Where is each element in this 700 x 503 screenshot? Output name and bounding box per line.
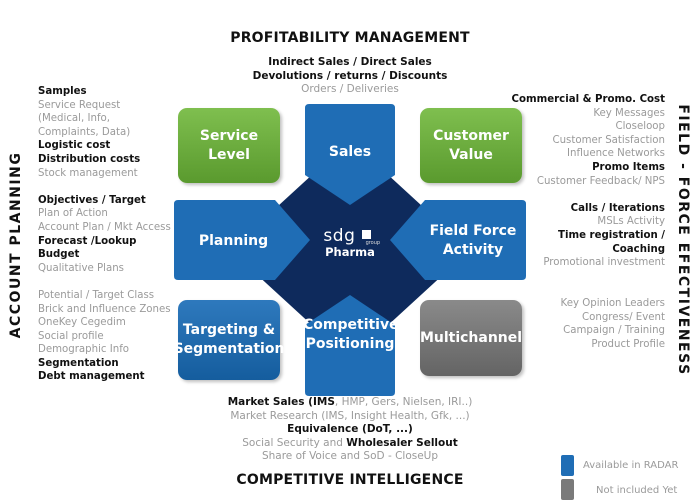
left-text-line: Budget bbox=[38, 249, 80, 261]
top-text-line: Orders / Deliveries bbox=[301, 83, 399, 96]
bottom-text-segment: Share of Voice and SoD - CloseUp bbox=[261, 450, 439, 463]
customer-value-label: Customer Value bbox=[433, 127, 509, 163]
bottom-text-line: Market Sales (IMS, HMP, Gers, Nielsen, I… bbox=[180, 396, 520, 410]
right-text-line: Key Opinion Leaders bbox=[560, 297, 665, 309]
left-heading: ACCOUNT PLANNING bbox=[8, 151, 24, 339]
sales-arrow-shape bbox=[305, 104, 395, 205]
legend-notincluded-swatch bbox=[561, 479, 574, 500]
right-text-line: Promotional investment bbox=[543, 257, 665, 269]
bottom-text-segment: Market Sales ( bbox=[227, 396, 313, 408]
right-text-line: Congress/ Event bbox=[582, 311, 665, 323]
bottom-text-block: Market Sales (IMS, HMP, Gers, Nielsen, I… bbox=[180, 396, 520, 464]
bottom-text-segment: Equivalence (DoT, ...) bbox=[287, 423, 413, 436]
planning-label: Planning bbox=[198, 233, 269, 249]
right-text-line: MSLs Activity bbox=[597, 216, 665, 228]
left-text-line: Potential / Target Class bbox=[38, 289, 155, 301]
targeting-label: Targeting & Segmentation bbox=[173, 322, 285, 357]
right-text-line: Coaching bbox=[612, 243, 665, 255]
center-logo: sdg group Pharma bbox=[310, 226, 390, 259]
top-text-line: Indirect Sales / Direct Sales bbox=[268, 56, 432, 68]
fieldforce-arrow-shape bbox=[390, 200, 526, 280]
logo-mark-icon bbox=[362, 230, 372, 239]
legend-notincluded-label: Not included Yet bbox=[596, 485, 678, 496]
targeting-box: Targeting & Segmentation bbox=[174, 300, 284, 380]
bottom-text-segment: Social Security and bbox=[242, 436, 347, 449]
right-text-line bbox=[512, 270, 665, 284]
right-text-line: Customer Feedback/ NPS bbox=[536, 175, 665, 187]
competitive-arrow-shape bbox=[305, 295, 395, 396]
left-text-line: Stock management bbox=[38, 167, 138, 179]
center-diamond bbox=[230, 140, 470, 360]
right-text-line: Time registration / bbox=[558, 229, 665, 241]
right-text-line: Campaign / Training bbox=[563, 325, 665, 337]
left-text-line: Segmentation bbox=[38, 357, 119, 369]
bottom-text-segment: IMS bbox=[313, 396, 335, 408]
left-text-line: Social profile bbox=[38, 330, 104, 342]
multichannel-box: Multichannel bbox=[420, 300, 522, 376]
left-text-line: Complaints, Data) bbox=[38, 126, 131, 138]
bottom-text-segment: Wholesaler Sellout bbox=[346, 436, 458, 449]
center-title: Pharma bbox=[325, 245, 375, 259]
right-text-line: Commercial & Promo. Cost bbox=[511, 94, 665, 105]
left-text-line: OneKey Cegedim bbox=[38, 317, 126, 329]
right-text-line bbox=[512, 283, 665, 297]
right-text-line: Closeloop bbox=[615, 121, 665, 133]
top-text-line: Devolutions / returns / Discounts bbox=[252, 69, 448, 82]
left-text-line: Debt management bbox=[38, 371, 145, 383]
bottom-text-line: Market Research (IMS, Insight Health, Gf… bbox=[180, 410, 520, 424]
left-text-line: Logistic cost bbox=[38, 140, 111, 152]
left-text-line: Samples bbox=[38, 86, 87, 97]
left-text-line: Plan of Action bbox=[38, 208, 108, 220]
customer-value-box: Customer Value bbox=[420, 108, 522, 183]
competitive-label: Competitive Positioning bbox=[303, 317, 399, 352]
center-diagram bbox=[174, 104, 526, 396]
left-text-line: Objectives / Target bbox=[38, 194, 146, 206]
service-level-label: Service Level bbox=[199, 127, 259, 163]
left-text-line: Service Request bbox=[38, 99, 121, 111]
right-text-line: Promo Items bbox=[592, 161, 665, 173]
field-force-label: Field Force Activity bbox=[429, 223, 517, 258]
right-heading: FIELD - FORCE EFECTIVENESS bbox=[675, 104, 691, 376]
logo-sub: group bbox=[365, 240, 381, 246]
left-text-line: (Medical, Info, bbox=[38, 113, 110, 125]
right-text-line: Product Profile bbox=[591, 338, 665, 350]
legend-available-swatch bbox=[561, 455, 574, 476]
left-text-line: Brick and Influence Zones bbox=[38, 303, 171, 315]
left-text-line: Distribution costs bbox=[38, 153, 141, 165]
right-text-line bbox=[512, 188, 665, 202]
planning-arrow-shape bbox=[174, 200, 310, 280]
left-text-line: Qualitative Plans bbox=[38, 262, 124, 274]
left-text-line bbox=[38, 275, 171, 289]
bottom-text-line: Social Security and Wholesaler Sellout bbox=[180, 437, 520, 451]
logo-text: sdg bbox=[323, 226, 356, 246]
bottom-text-line: Equivalence (DoT, ...) bbox=[180, 423, 520, 437]
left-text-line: Demographic Info bbox=[38, 344, 130, 356]
right-text-line: Influence Networks bbox=[566, 148, 665, 160]
bottom-text-line: Share of Voice and SoD - CloseUp bbox=[180, 450, 520, 464]
right-text-line: Calls / Iterations bbox=[570, 202, 665, 214]
service-level-box: Service Level bbox=[178, 108, 280, 183]
left-text-line bbox=[38, 180, 171, 194]
top-heading: PROFITABILITY MANAGEMENT bbox=[230, 30, 470, 46]
multichannel-label: Multichannel bbox=[419, 329, 523, 346]
right-text-line: Customer Satisfaction bbox=[552, 134, 665, 146]
bottom-text-segment: , HMP, Gers, Nielsen, IRI..) bbox=[334, 396, 473, 408]
left-text-line: Forecast /Lookup bbox=[38, 235, 137, 247]
right-text-line: Key Messages bbox=[593, 107, 665, 119]
sales-label: Sales bbox=[328, 144, 372, 160]
left-text-line: Account Plan / Mkt Access bbox=[38, 221, 171, 233]
bottom-text-segment: Market Research (IMS, Insight Health, Gf… bbox=[230, 409, 470, 422]
bottom-heading: COMPETITIVE INTELLIGENCE bbox=[236, 472, 464, 488]
legend-available-label: Available in RADAR bbox=[583, 460, 679, 471]
